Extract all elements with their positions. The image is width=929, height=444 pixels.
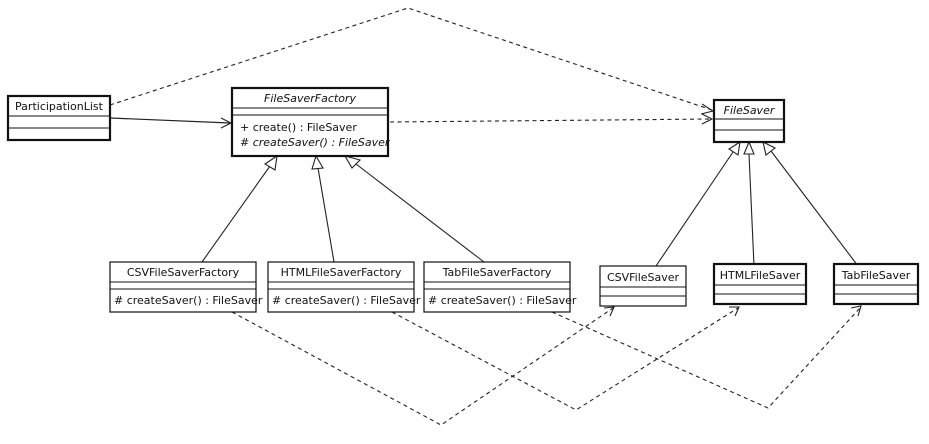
dependency-tabfactory-to-tabsaver <box>551 307 861 409</box>
operation-create-saver: # createSaver() : FileSaver <box>428 294 577 307</box>
generalization-tabsaver <box>770 150 859 267</box>
dependency-arrowhead-icon <box>700 103 715 115</box>
class-name: FileSaverFactory <box>264 92 356 105</box>
class-file-saver[interactable]: FileSaver <box>712 98 786 144</box>
class-tab-file-saver[interactable]: TabFileSaver <box>832 262 920 306</box>
generalization-csvsaver <box>655 151 734 267</box>
dependency-arrowhead-icon <box>603 306 615 317</box>
class-name: CSVFileSaver <box>607 271 680 284</box>
generalization-tabfactory <box>355 163 485 263</box>
operation-create-saver: # createSaver() : FileSaver <box>240 136 391 149</box>
dependency-htmlfactory-to-htmlsaver <box>391 307 739 411</box>
class-csv-file-saver[interactable]: CSVFileSaver <box>599 265 687 307</box>
class-name: ParticipationList <box>15 100 104 113</box>
generalization-csvfactory <box>201 165 271 263</box>
dependency-arrowhead-icon <box>729 306 740 317</box>
class-name: FileSaver <box>724 104 776 117</box>
class-csv-file-saver-factory[interactable]: CSVFileSaverFactory # createSaver() : Fi… <box>109 261 263 313</box>
class-participation-list[interactable]: ParticipationList <box>6 94 112 142</box>
dependency-csvfactory-to-csvsaver <box>231 307 614 426</box>
class-tab-file-saver-factory[interactable]: TabFileSaverFactory # createSaver() : Fi… <box>423 261 577 313</box>
operation-create: + create() : FileSaver <box>240 121 357 134</box>
class-html-file-saver[interactable]: HTMLFileSaver <box>712 262 808 306</box>
class-name: TabFileSaverFactory <box>442 266 552 279</box>
association-list-to-factory <box>109 117 231 124</box>
generalization-htmlfactory <box>317 167 335 263</box>
class-name: CSVFileSaverFactory <box>127 266 240 279</box>
operation-create-saver: # createSaver() : FileSaver <box>114 294 263 307</box>
class-name: TabFileSaver <box>841 269 911 282</box>
dependency-arrowhead-icon <box>850 305 862 317</box>
dependency-arrowhead-icon <box>701 113 714 125</box>
operation-create-saver: # createSaver() : FileSaver <box>272 294 421 307</box>
generalization-triangle-icon <box>311 154 324 170</box>
generalization-triangle-icon <box>762 140 777 156</box>
generalization-triangle-icon <box>743 140 755 155</box>
class-html-file-saver-factory[interactable]: HTMLFileSaverFactory # createSaver() : F… <box>267 261 421 313</box>
dependency-list-to-filesaver <box>109 7 713 111</box>
class-name: HTMLFileSaverFactory <box>281 266 402 279</box>
class-name: HTMLFileSaver <box>720 269 801 282</box>
class-file-saver-factory[interactable]: FileSaverFactory + create() : FileSaver … <box>230 86 391 158</box>
generalization-htmlsaver <box>748 153 755 267</box>
generalization-triangle-icon <box>263 154 278 171</box>
generalization-triangle-icon <box>343 155 362 169</box>
generalization-triangle-icon <box>727 140 741 156</box>
dependency-factory-to-filesaver <box>389 118 713 123</box>
